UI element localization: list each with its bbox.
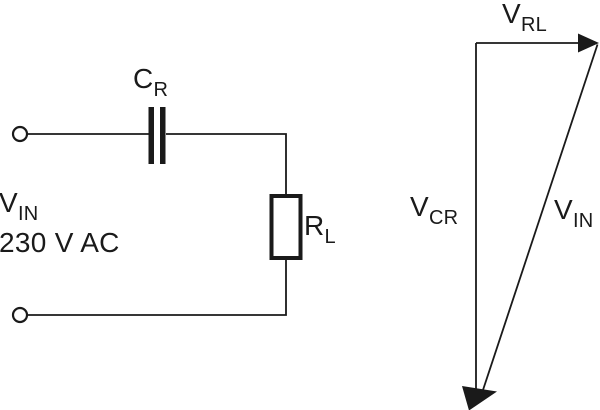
phasor-right-arrowhead-icon [578, 33, 599, 53]
capacitor-plate-left-icon [148, 107, 154, 164]
input-voltage-label-sub: IN [17, 203, 39, 225]
wire-bottom [27, 258, 287, 316]
resistor-label-main: R [304, 210, 325, 241]
input-voltage-label-main: V [0, 187, 18, 218]
terminal-bottom-icon [11, 306, 29, 324]
phasor-vcr-label-sub: CR [428, 207, 459, 229]
wire-top-right [166, 133, 287, 196]
capacitor-label: CR [133, 63, 168, 101]
capacitor-label-sub: R [153, 79, 169, 101]
resistor-body [269, 194, 303, 260]
capacitor-plate-right-icon [160, 107, 166, 164]
phasor-vin-label: VIN [554, 194, 593, 232]
terminal-top-icon [11, 125, 29, 143]
capacitor-label-main: C [133, 63, 154, 94]
resistor-label-sub: L [324, 226, 336, 248]
phasor-vin-line [480, 44, 599, 397]
input-voltage-label: VIN [0, 187, 38, 225]
phasor-vrl-label-main: V [502, 0, 521, 29]
input-voltage-value-text: 230 V AC [0, 227, 120, 258]
phasor-vin-label-sub: IN [572, 210, 594, 232]
phasor-vrl-label-sub: RL [520, 14, 547, 36]
phasor-vrl-label: VRL [502, 0, 547, 36]
phasor-down-arrowhead-icon [462, 386, 497, 410]
phasor-vcr-label: VCR [410, 191, 458, 229]
input-voltage-value: 230 V AC [0, 227, 120, 259]
phasor-vin-label-main: V [554, 194, 573, 225]
resistor-label: RL [304, 210, 336, 248]
phasor-vcr-label-main: V [410, 191, 429, 222]
